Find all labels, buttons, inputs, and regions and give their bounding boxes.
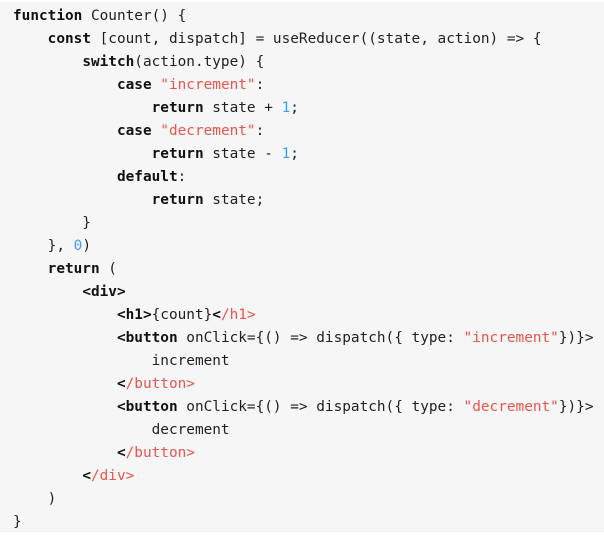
- code-token-t: <div>: [82, 284, 126, 300]
- code-token-p: [13, 376, 117, 392]
- code-token-p: state -: [203, 146, 282, 162]
- code-token-p: [13, 54, 82, 70]
- code-token-p: [13, 284, 82, 300]
- code-token-p: ): [13, 491, 57, 507]
- code-token-ct: /button>: [125, 376, 195, 392]
- code-line: <h1>{count}</h1>: [13, 304, 598, 327]
- code-token-p: })}>: [558, 399, 594, 415]
- code-token-p: [152, 77, 161, 93]
- code-token-p: onClick={() => dispatch({ type:: [177, 399, 464, 415]
- code-token-p: ;: [290, 100, 299, 116]
- code-line: <div>: [13, 281, 598, 304]
- code-token-p: increment: [13, 353, 230, 369]
- code-token-k: function: [13, 8, 83, 24]
- code-line: const [count, dispatch] = useReducer((st…: [13, 28, 598, 51]
- code-token-p: [13, 330, 117, 346]
- code-line: function Counter() {: [13, 5, 598, 28]
- code-line: </div>: [13, 465, 598, 488]
- code-line: </button>: [13, 373, 598, 396]
- code-token-p: state;: [203, 192, 265, 208]
- code-token-p: decrement: [13, 422, 230, 438]
- code-line: case "increment":: [13, 74, 598, 97]
- code-token-t: <h1>: [116, 307, 152, 323]
- code-token-p: (: [99, 261, 117, 277]
- code-token-ct: /h1>: [220, 307, 256, 323]
- code-token-n: 1: [281, 100, 291, 116]
- code-line: default:: [13, 166, 598, 189]
- code-line: return (: [13, 258, 598, 281]
- code-token-p: [13, 100, 152, 116]
- code-token-t: <: [116, 445, 126, 461]
- code-token-p: [13, 261, 48, 277]
- code-token-t: <: [212, 307, 221, 323]
- code-token-p: Counter() {: [82, 8, 187, 24]
- code-line: switch(action.type) {: [13, 51, 598, 74]
- code-token-t: <: [82, 468, 91, 484]
- code-token-k: const: [47, 31, 91, 47]
- code-token-k: return: [151, 100, 204, 116]
- code-line: decrement: [13, 419, 598, 442]
- code-token-p: })}>: [558, 330, 594, 346]
- code-line: <button onClick={() => dispatch({ type: …: [13, 396, 598, 419]
- code-token-p: [count, dispatch] = useReducer((state, a…: [90, 31, 542, 47]
- code-token-p: [152, 123, 161, 139]
- code-line: }, 0): [13, 235, 598, 258]
- code-token-s: "decrement": [463, 399, 559, 415]
- code-token-k: switch: [82, 54, 135, 70]
- code-token-p: [13, 445, 117, 461]
- code-block: function Counter() { const [count, dispa…: [13, 5, 598, 532]
- code-token-ct: /div>: [90, 468, 135, 484]
- code-token-n: 1: [281, 146, 291, 162]
- code-token-p: :: [177, 169, 187, 185]
- code-token-k: return: [151, 192, 204, 208]
- code-token-p: ): [82, 238, 91, 254]
- code-token-p: [13, 307, 117, 323]
- code-token-s: "decrement": [160, 123, 256, 139]
- code-token-k: case: [116, 123, 152, 139]
- code-token-p: }: [13, 215, 91, 231]
- code-line: case "decrement":: [13, 120, 598, 143]
- code-token-p: [13, 31, 48, 47]
- code-line: }: [13, 511, 598, 532]
- code-token-s: "increment": [160, 77, 256, 93]
- code-line: increment: [13, 350, 598, 373]
- code-line: return state;: [13, 189, 598, 212]
- code-token-p: onClick={() => dispatch({ type:: [177, 330, 464, 346]
- code-token-p: [13, 123, 117, 139]
- code-token-p: [13, 399, 117, 415]
- code-token-t: <: [116, 376, 126, 392]
- code-line: }: [13, 212, 598, 235]
- code-token-p: {count}: [151, 307, 213, 323]
- code-line: <button onClick={() => dispatch({ type: …: [13, 327, 598, 350]
- code-token-p: :: [255, 123, 265, 139]
- code-token-p: [13, 77, 117, 93]
- code-token-t: <button: [116, 330, 178, 346]
- code-token-k: return: [47, 261, 100, 277]
- code-token-p: state +: [203, 100, 282, 116]
- code-token-p: [13, 192, 152, 208]
- code-token-k: case: [116, 77, 152, 93]
- code-token-p: :: [255, 77, 265, 93]
- code-token-s: "increment": [463, 330, 559, 346]
- code-token-k: default: [116, 169, 178, 185]
- code-token-p: [13, 468, 82, 484]
- code-token-ct: /button>: [125, 445, 195, 461]
- code-token-p: (action.type) {: [134, 54, 265, 70]
- code-token-p: [13, 146, 152, 162]
- code-token-p: [13, 169, 117, 185]
- code-token-p: ;: [290, 146, 299, 162]
- code-line: return state - 1;: [13, 143, 598, 166]
- code-token-p: },: [13, 238, 74, 254]
- code-token-n: 0: [73, 238, 83, 254]
- code-line: </button>: [13, 442, 598, 465]
- code-token-t: <button: [116, 399, 178, 415]
- code-line: ): [13, 488, 598, 511]
- code-token-k: return: [151, 146, 204, 162]
- code-token-p: }: [13, 514, 22, 530]
- code-line: return state + 1;: [13, 97, 598, 120]
